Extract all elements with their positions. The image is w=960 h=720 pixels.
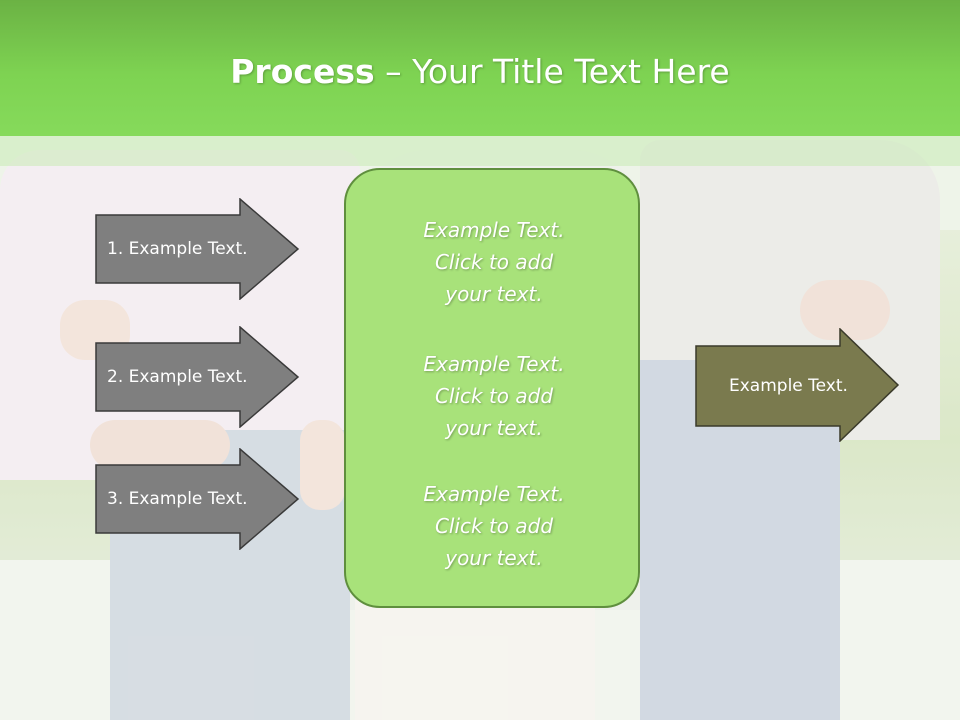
result-label: Example Text.: [729, 376, 848, 396]
center-text-box[interactable]: Example Text. Click to add your text. Ex…: [344, 168, 640, 608]
header-band: [0, 0, 960, 136]
center-text-block-3: Example Text. Click to add your text.: [346, 478, 642, 574]
result-arrow[interactable]: Example Text.: [695, 328, 900, 442]
slide-title[interactable]: Process – Your Title Text Here: [0, 52, 960, 91]
process-step-label: 1. Example Text.: [107, 239, 248, 259]
center-text-line: Example Text.: [423, 218, 565, 242]
center-text-line: Example Text.: [423, 482, 565, 506]
process-step-arrow-3[interactable]: 3. Example Text.: [95, 448, 300, 550]
center-text-block-1: Example Text. Click to add your text.: [346, 214, 642, 310]
center-text-line: Click to add: [434, 514, 554, 538]
process-step-label: 2. Example Text.: [107, 367, 248, 387]
center-text-line: Click to add: [434, 250, 554, 274]
center-text-line: Example Text.: [423, 352, 565, 376]
center-text-line: your text.: [445, 416, 543, 440]
title-rest: – Your Title Text Here: [374, 52, 730, 91]
process-step-arrow-1[interactable]: 1. Example Text.: [95, 198, 300, 300]
center-text-line: your text.: [445, 546, 543, 570]
header-shadow-strip: [0, 136, 960, 166]
center-text-line: your text.: [445, 282, 543, 306]
process-step-label: 3. Example Text.: [107, 489, 248, 509]
center-text-line: Click to add: [434, 384, 554, 408]
center-text-block-2: Example Text. Click to add your text.: [346, 348, 642, 444]
process-step-arrow-2[interactable]: 2. Example Text.: [95, 326, 300, 428]
title-bold: Process: [230, 52, 375, 91]
